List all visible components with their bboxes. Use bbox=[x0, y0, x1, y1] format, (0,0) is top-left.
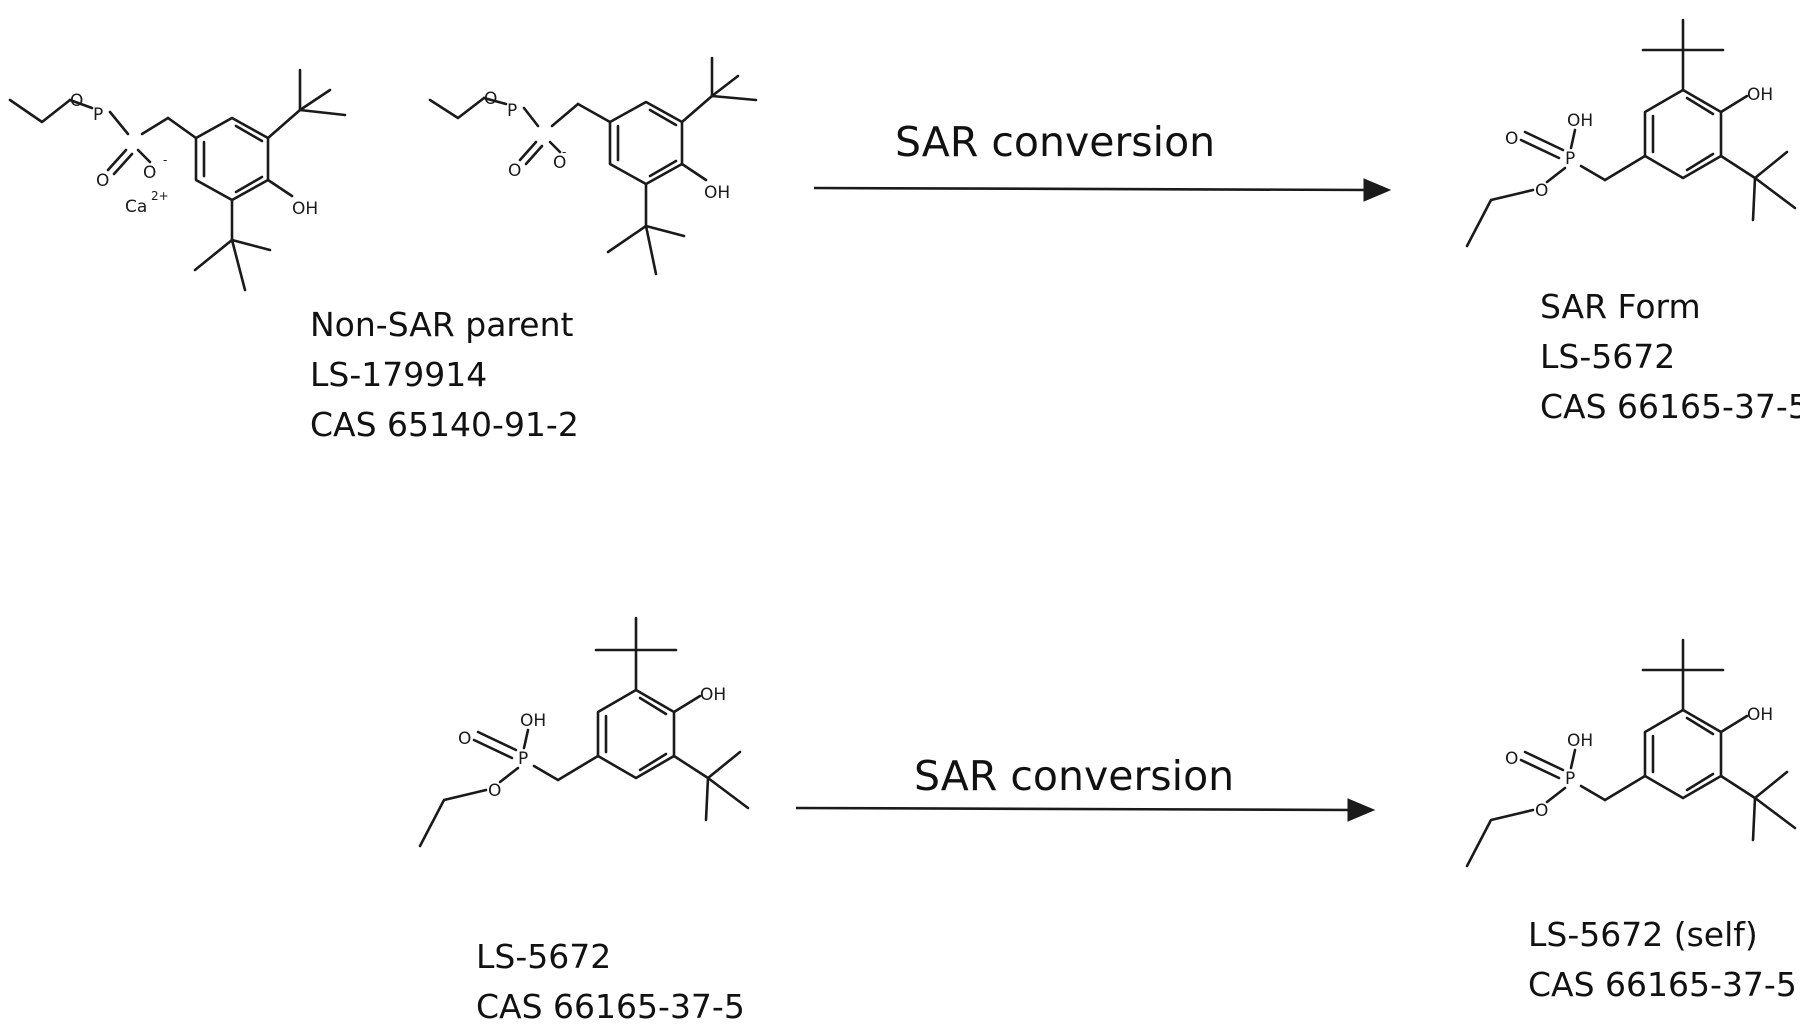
atom-p: P bbox=[507, 101, 517, 121]
ethyl-chain bbox=[1465, 808, 1535, 868]
atom-o-minus: O bbox=[553, 153, 566, 173]
ethyl-chain bbox=[428, 96, 486, 120]
parent-caption-line: Non-SAR parent bbox=[310, 305, 574, 344]
arrow-label-2: SAR conversion bbox=[914, 752, 1235, 800]
parent-caption-line: CAS 65140-91-2 bbox=[310, 405, 579, 444]
charge-minus: - bbox=[562, 145, 566, 159]
product-2-caption-line: CAS 66165-37-5 bbox=[1528, 965, 1797, 1004]
product-1-caption-line: LS-5672 bbox=[1540, 337, 1676, 376]
atom-o-double: O bbox=[458, 729, 471, 749]
atom-o-double: O bbox=[96, 171, 109, 191]
ethyl-chain bbox=[1465, 188, 1535, 248]
atom-o-ester: O bbox=[70, 91, 83, 111]
reactant-2-caption-line: LS-5672 bbox=[476, 937, 612, 976]
reactant-2-caption: LS-5672 CAS 66165-37-5 bbox=[476, 932, 745, 1032]
ethyl-chain bbox=[8, 98, 72, 124]
atom-p-oh: OH bbox=[1567, 731, 1593, 751]
charge-ca: 2+ bbox=[151, 189, 169, 203]
atom-oh: OH bbox=[704, 183, 730, 203]
atom-oh: OH bbox=[1747, 85, 1773, 105]
atom-o-ester: O bbox=[1535, 801, 1548, 821]
atom-p: P bbox=[93, 105, 103, 125]
reactant-structure-2: O P O OH OH bbox=[418, 616, 750, 848]
product-1-caption-line: CAS 66165-37-5 bbox=[1540, 387, 1800, 426]
atom-oh: OH bbox=[292, 199, 318, 219]
product-2-caption: LS-5672 (self) CAS 66165-37-5 bbox=[1528, 910, 1797, 1010]
atom-p: P bbox=[518, 749, 528, 769]
atom-o-minus: O bbox=[143, 163, 156, 183]
atom-p-oh: OH bbox=[1567, 111, 1593, 131]
atom-o-double: O bbox=[1505, 749, 1518, 769]
product-structure-2: O P O OH OH bbox=[1465, 638, 1797, 868]
product-2-caption-line: LS-5672 (self) bbox=[1528, 915, 1758, 954]
parent-caption-line: LS-179914 bbox=[310, 355, 488, 394]
charge-minus: - bbox=[163, 153, 167, 167]
atom-o-ester: O bbox=[1535, 181, 1548, 201]
atom-o-double: O bbox=[508, 161, 521, 181]
reaction-arrow-1 bbox=[813, 178, 1392, 202]
product-1-caption: SAR Form LS-5672 CAS 66165-37-5 bbox=[1540, 282, 1800, 432]
atom-o-ester: O bbox=[484, 89, 497, 109]
atom-o-double: O bbox=[1505, 129, 1518, 149]
reaction-arrow-2 bbox=[795, 798, 1376, 822]
parent-structure-anion-2: O P O O - OH bbox=[428, 56, 758, 276]
atom-p: P bbox=[1565, 149, 1575, 169]
atom-o-ester: O bbox=[488, 781, 501, 801]
arrow-label-1: SAR conversion bbox=[895, 118, 1216, 166]
ethyl-chain bbox=[418, 788, 488, 848]
product-structure-1: O P O OH OH bbox=[1465, 18, 1797, 248]
atom-p: P bbox=[1565, 769, 1575, 789]
atom-p-oh: OH bbox=[520, 711, 546, 731]
reactant-2-caption-line: CAS 66165-37-5 bbox=[476, 987, 745, 1026]
atom-oh: OH bbox=[1747, 705, 1773, 725]
parent-structure-anion-1: O P O O - Ca 2+ OH bbox=[8, 68, 347, 292]
atom-oh: OH bbox=[700, 685, 726, 705]
atom-ca: Ca bbox=[125, 197, 147, 217]
parent-caption: Non-SAR parent LS-179914 CAS 65140-91-2 bbox=[310, 300, 579, 450]
product-1-caption-line: SAR Form bbox=[1540, 287, 1701, 326]
